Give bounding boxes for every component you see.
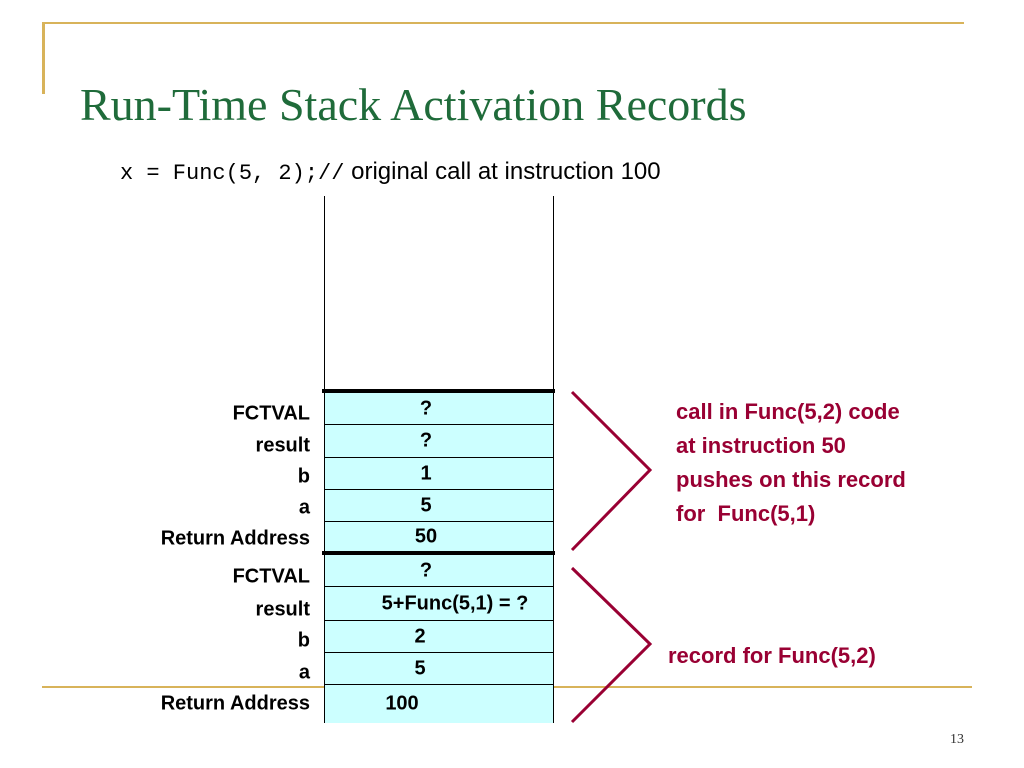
- note-record-func-5-2: record for Func(5,2): [668, 639, 876, 673]
- brace-shape: [570, 390, 653, 552]
- stack-empty-area: [324, 196, 554, 390]
- record-separator-top: [322, 389, 555, 393]
- note-line: for Func(5,1): [676, 501, 816, 526]
- cell-value: 5+Func(5,1) = ?: [381, 592, 529, 614]
- stack-cell-b: 2: [325, 621, 553, 653]
- label-fctval: FCTVAL: [232, 402, 310, 425]
- stack-cell-return-address: 50: [325, 522, 553, 551]
- brace-shape: [570, 566, 653, 724]
- slide-title: Run-Time Stack Activation Records: [80, 79, 747, 130]
- stack-cell-result: 5+Func(5,1) = ?: [325, 587, 553, 621]
- code-comment: original call at instruction 100: [344, 158, 661, 185]
- cell-value: 5: [420, 494, 432, 516]
- activation-record-func-5-1: ? ? 1 5 50: [324, 393, 554, 551]
- brace-record-func-5-1: [570, 390, 653, 552]
- brace-record-func-5-2: [570, 566, 653, 724]
- accent-top-line: [42, 22, 964, 24]
- label-a: a: [298, 661, 310, 684]
- note-line: pushes on this record: [676, 467, 906, 492]
- cell-value: 5: [414, 657, 426, 679]
- label-return-address: Return Address: [160, 692, 310, 715]
- code-snippet: x = Func(5, 2);//: [120, 161, 345, 186]
- stack-cell-return-address: 100: [325, 685, 553, 723]
- cell-value: ?: [419, 559, 433, 581]
- label-result: result: [255, 598, 310, 621]
- label-result: result: [255, 434, 310, 457]
- label-b: b: [297, 629, 310, 652]
- label-a: a: [298, 496, 310, 519]
- label-fctval: FCTVAL: [232, 565, 310, 588]
- cell-value: 1: [420, 462, 432, 484]
- note-line: at instruction 50: [676, 433, 846, 458]
- page-number: 13: [950, 732, 964, 747]
- note-line: record for Func(5,2): [668, 643, 876, 668]
- stack-cell-a: 5: [325, 490, 553, 522]
- cell-value: ?: [419, 397, 433, 419]
- label-return-address: Return Address: [160, 527, 310, 550]
- note-line: call in Func(5,2) code: [676, 399, 900, 424]
- cell-value: 100: [385, 692, 419, 715]
- cell-value: 50: [414, 525, 438, 547]
- cell-value: ?: [419, 429, 433, 452]
- record-separator-middle: [322, 551, 555, 555]
- stack-cell-fctval: ?: [325, 393, 553, 425]
- stack-cell-a: 5: [325, 653, 553, 685]
- code-line: x = Func(5, 2);// original call at instr…: [120, 158, 661, 186]
- accent-vertical-line: [42, 22, 45, 94]
- activation-record-func-5-2: ? 5+Func(5,1) = ? 2 5 100: [324, 555, 554, 723]
- label-b: b: [297, 465, 310, 488]
- cell-value: 2: [414, 625, 426, 647]
- stack-cell-result: ?: [325, 425, 553, 458]
- stack-cell-fctval: ?: [325, 555, 553, 587]
- note-record-func-5-1: call in Func(5,2) code at instruction 50…: [676, 395, 906, 531]
- stack-cell-b: 1: [325, 458, 553, 490]
